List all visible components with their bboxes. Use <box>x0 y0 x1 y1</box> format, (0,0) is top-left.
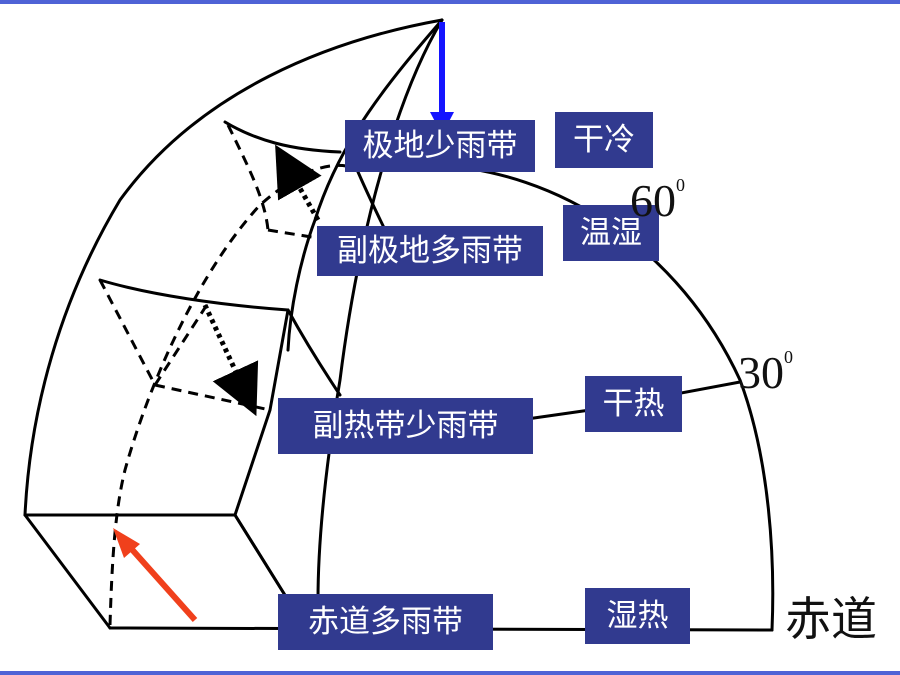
dash-lat30-a <box>98 279 157 386</box>
dash-lat60 <box>226 124 270 231</box>
dotted-arrow-subtropical <box>202 303 259 417</box>
degree-sign: 0 <box>676 175 685 195</box>
latitude-30-value: 30 <box>738 347 784 398</box>
latitude-30-label: 300 <box>738 347 793 398</box>
latitude-60-label: 600 <box>630 175 685 226</box>
slide-top-border <box>0 0 900 4</box>
equator-label: 赤道 <box>785 592 877 646</box>
equator-cell-front <box>23 513 320 602</box>
equator-rise-arrow <box>113 528 198 622</box>
dash-lat30-b <box>154 383 271 412</box>
mid-meridian <box>286 18 444 352</box>
lat30-box <box>233 308 290 517</box>
zone-label-subpolar-wet: 副极地多雨带 <box>317 226 543 276</box>
polar-descent-arrow <box>430 22 454 135</box>
latitude-60-value: 60 <box>630 175 676 226</box>
dotted-arrow-polar <box>275 144 322 222</box>
climate-label-mild-wet: 温湿 <box>563 205 659 261</box>
climate-label-hot-dry: 干热 <box>585 376 682 432</box>
back-meridian <box>316 18 444 602</box>
outer-meridian <box>23 18 444 517</box>
slide-bottom-border <box>0 671 900 675</box>
lat60-front <box>223 120 342 154</box>
climate-label-hot-wet: 湿热 <box>585 588 690 644</box>
hemisphere-outline <box>430 163 775 632</box>
equator-cell-left <box>23 513 112 630</box>
lat30-to-hemi <box>286 308 342 397</box>
zone-label-equatorial-wet: 赤道多雨带 <box>278 594 493 650</box>
zone-label-polar-dry: 极地少雨带 <box>345 120 535 172</box>
zone-label-subtropical-dry: 副热带少雨带 <box>278 398 533 454</box>
lat30-front <box>98 278 290 312</box>
degree-sign: 0 <box>784 347 793 367</box>
dash-lat30-c <box>153 299 212 386</box>
climate-label-cold-dry: 干冷 <box>555 112 653 168</box>
